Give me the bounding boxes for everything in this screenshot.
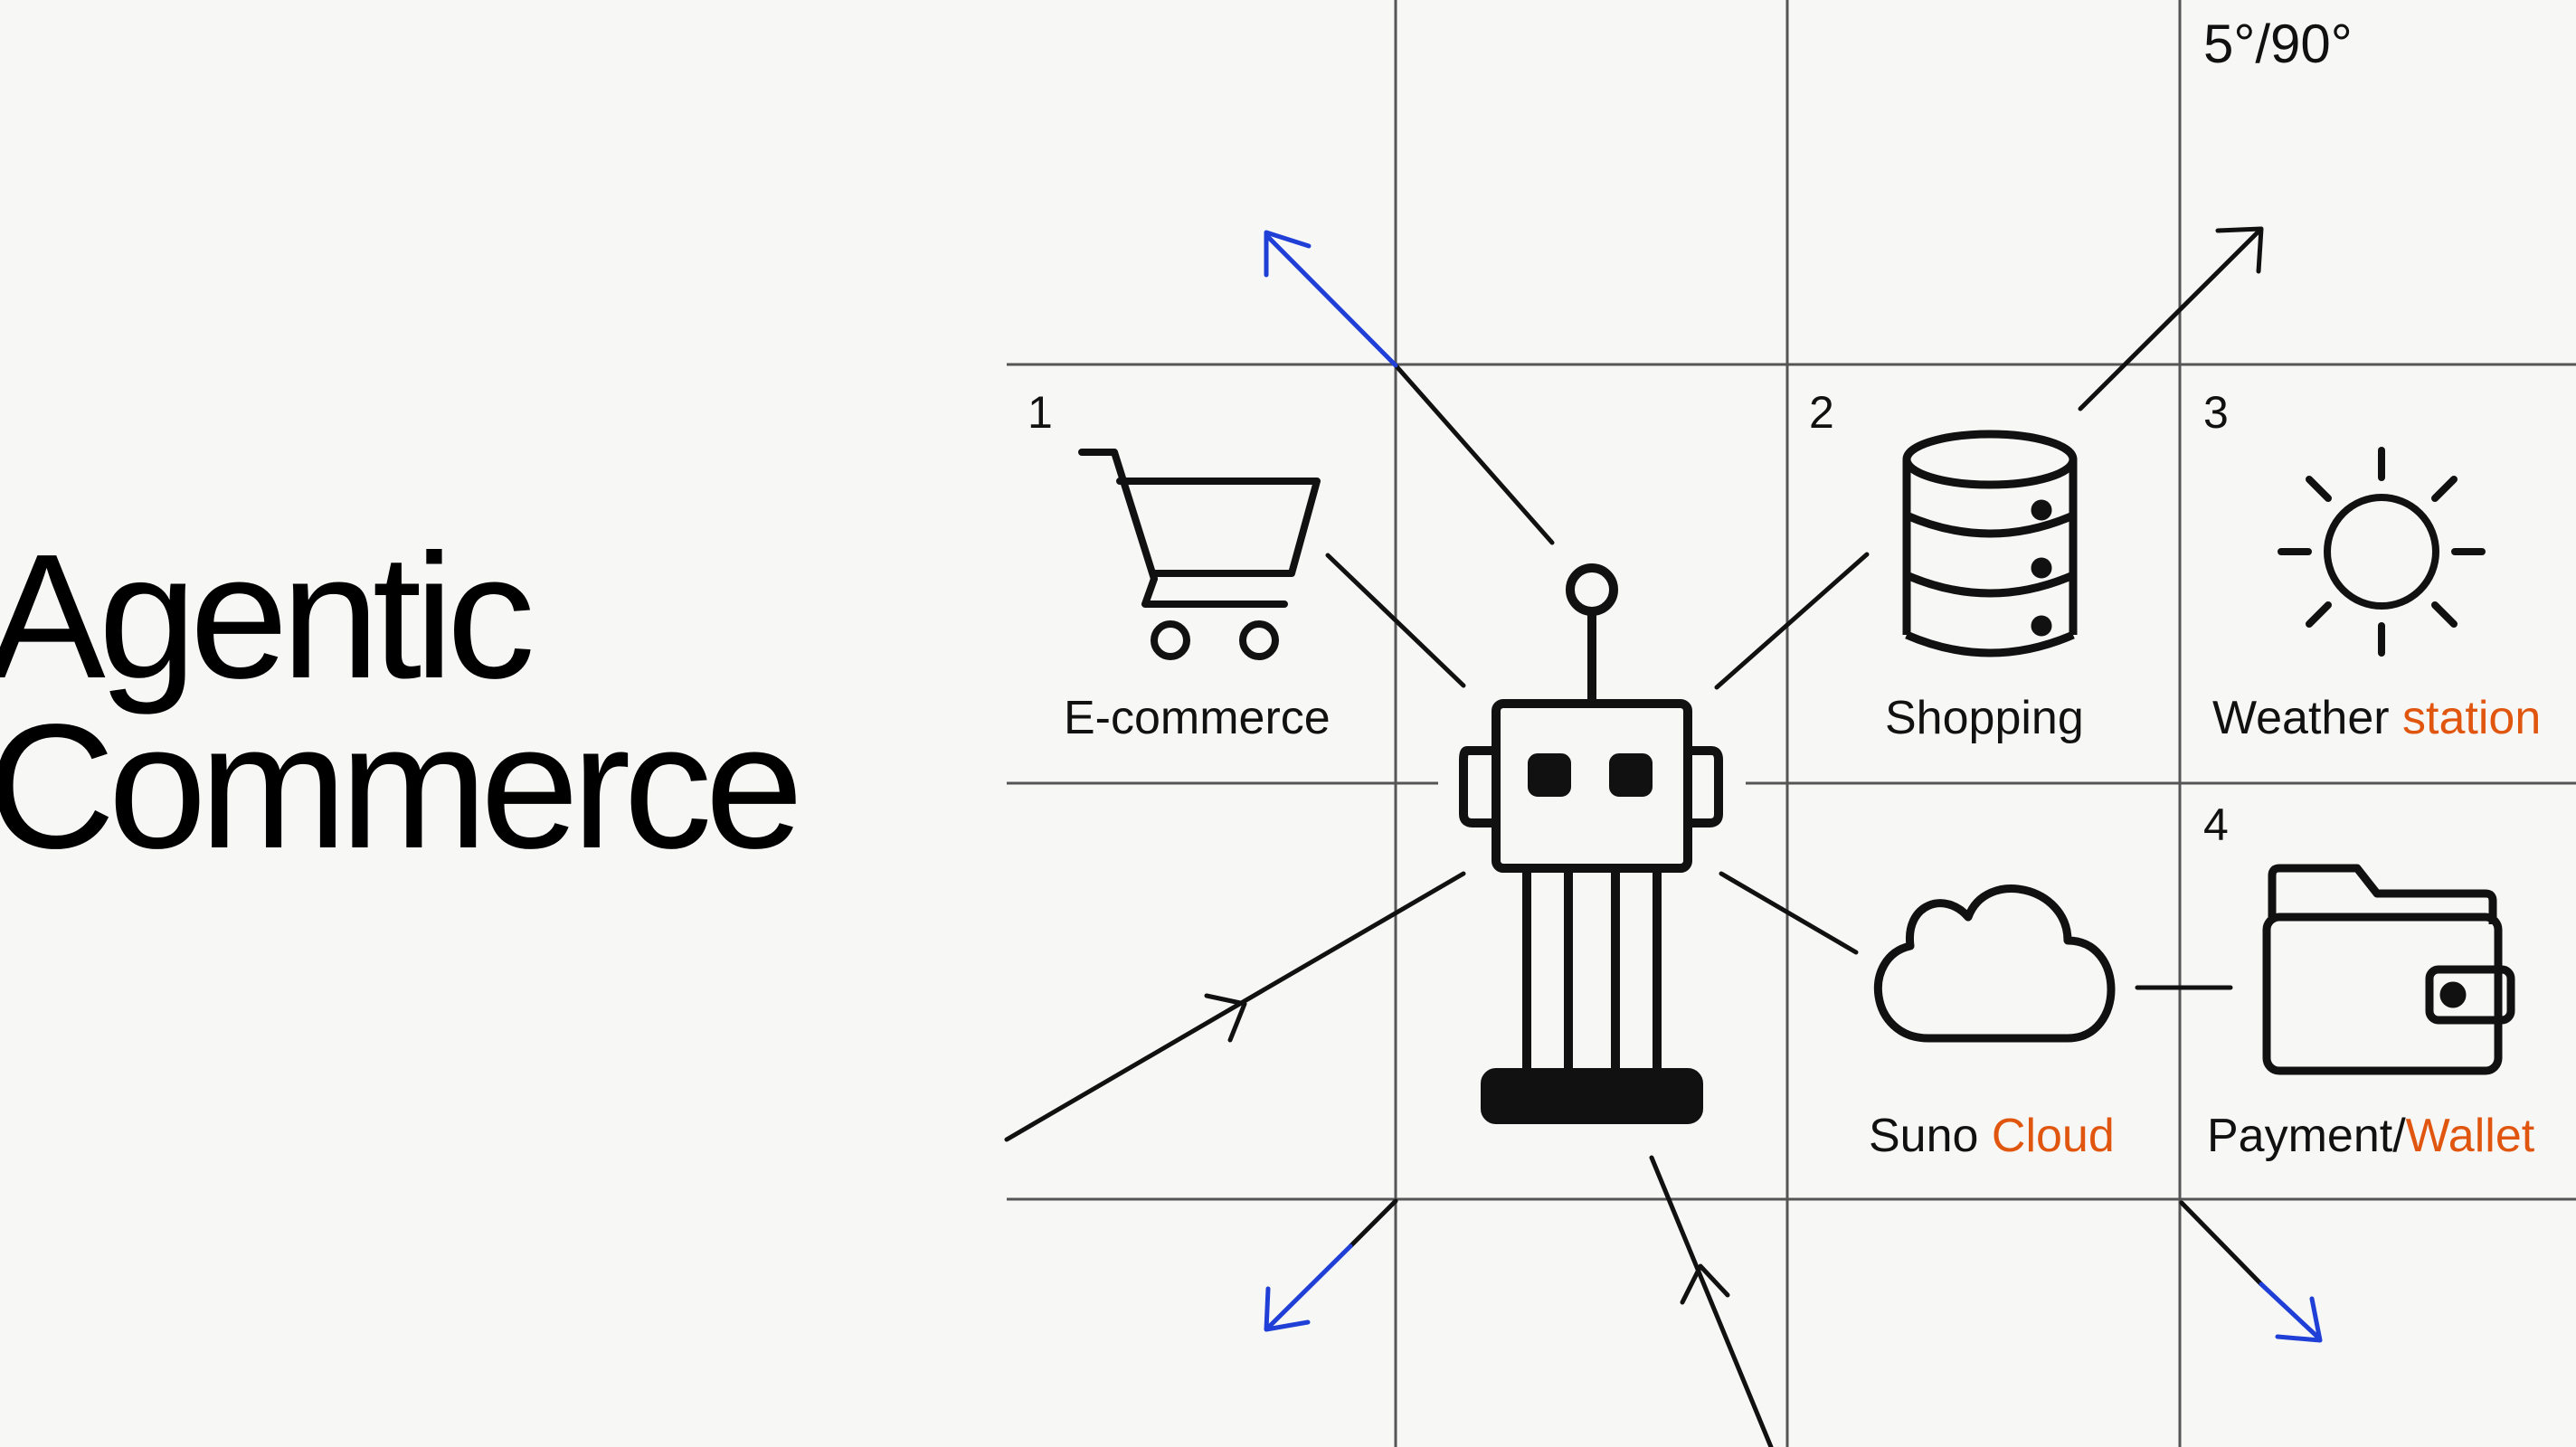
connector-cloud [1719, 871, 1859, 955]
node-label-ecommerce: E-commerce [1064, 691, 1331, 745]
arrow-top-left-head [1264, 230, 1312, 278]
connector-shopping [1714, 552, 1870, 690]
arrow-top-right-head [2215, 226, 2264, 274]
page-title-line2: Commerce [0, 687, 803, 885]
arrow-bottom-center-shaft [1649, 1155, 1774, 1447]
node-label-suno-cloud: Suno Cloud [1869, 1109, 2115, 1163]
sun-icon [2278, 447, 2486, 657]
node-number-1: 1 [1028, 387, 1053, 438]
node-label-shopping: Shopping [1885, 691, 2084, 745]
arrow-bottom-left-shaft-blue [1265, 1244, 1353, 1330]
node-number-2: 2 [1809, 387, 1834, 438]
shopping-cart-icon [1078, 449, 1321, 660]
node-label-weather-station: Weather station [2212, 691, 2541, 745]
arrow-bottom-left-shaft-black [1348, 1198, 1398, 1249]
page-title: Agentic Commerce [0, 517, 803, 885]
arrow-top-left-shaft-blue [1265, 234, 1398, 368]
node-label-text: Payment/ [2207, 1110, 2406, 1162]
arrow-bottom-right-shaft-blue [2259, 1281, 2320, 1339]
arrow-top-right-shaft [2078, 228, 2262, 411]
robot-icon [1459, 563, 1723, 1124]
node-label-highlight: station [2402, 692, 2542, 744]
node-label-highlight: Cloud [1991, 1110, 2115, 1162]
node-number-4: 4 [2203, 799, 2229, 850]
angle-readout: 5°/90° [2203, 14, 2353, 74]
connectors [1004, 226, 2323, 1447]
connector-ecommerce [1325, 553, 1466, 688]
grid [1007, 0, 2576, 1447]
cloud-icon [1874, 884, 2116, 1043]
node-label-highlight: Wallet [2405, 1110, 2535, 1162]
node-number-3: 3 [2203, 387, 2229, 438]
node-label-text: Suno [1869, 1110, 1992, 1162]
arrow-bottom-right-shaft-black [2179, 1200, 2264, 1287]
arrow-bottom-right-head [2275, 1296, 2323, 1343]
node-label-payment-wallet: Payment/Wallet [2207, 1109, 2534, 1163]
node-label-text: Weather [2212, 692, 2403, 744]
arrow-left-shaft [1004, 871, 1466, 1142]
arrow-bottom-center-head [1680, 1263, 1730, 1305]
node-label-text: E-commerce [1064, 692, 1331, 744]
node-label-text: Shopping [1885, 692, 2084, 744]
arrow-top-left-shaft [1393, 363, 1555, 545]
page-title-line1: Agentic [0, 517, 535, 715]
arrow-bottom-left-head [1264, 1286, 1311, 1332]
wallet-icon [2262, 864, 2515, 1075]
arrow-left-head [1204, 993, 1247, 1043]
database-icon [1902, 430, 2078, 657]
